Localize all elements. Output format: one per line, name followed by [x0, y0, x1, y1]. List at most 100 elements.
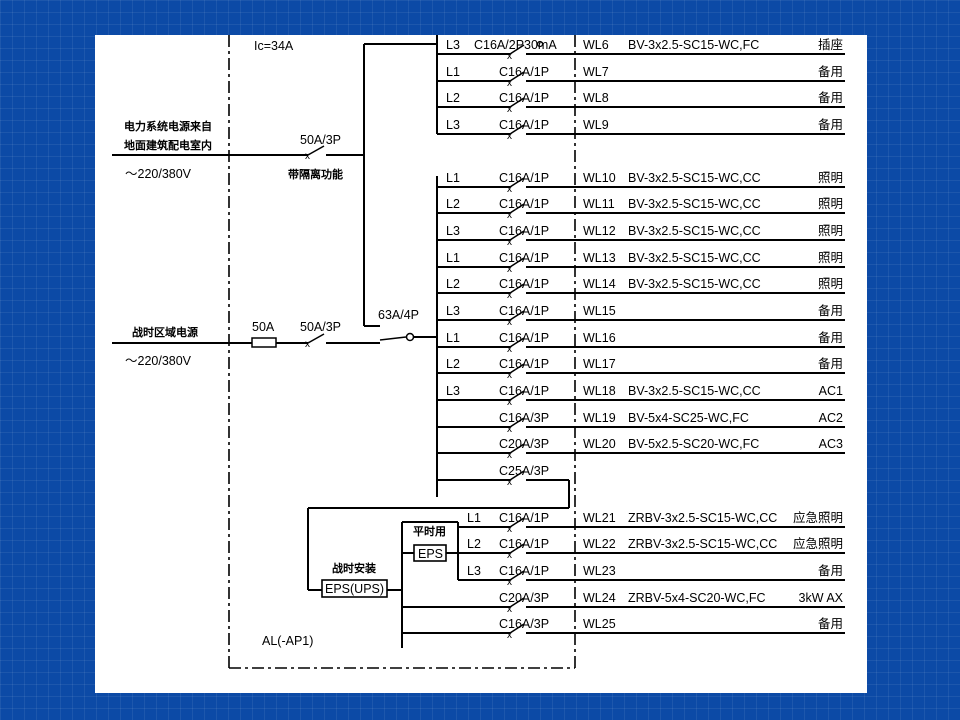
- breaker-blade: [509, 417, 525, 428]
- breaker-cross-mark: x: [507, 477, 512, 488]
- source-1-voltage: ～220/380V: [125, 167, 192, 181]
- source-1-title-line1: 电力系统电源来自: [124, 119, 212, 133]
- cable-spec: BV-3x2.5-SC15-WC,CC: [628, 384, 761, 398]
- source-1-title-line2: 地面建筑配电室内: [124, 138, 212, 152]
- cable-spec: BV-5x4-SC25-WC,FC: [628, 411, 749, 425]
- source-2-breaker-cross: x: [305, 339, 310, 350]
- eps-ups-box: [321, 579, 388, 598]
- circuit-id: WL25: [583, 617, 616, 631]
- breaker-cross-mark: x: [507, 577, 512, 588]
- load-label: 备用: [818, 331, 843, 345]
- breaker-blade: [509, 543, 525, 554]
- breaker-cross-mark: x: [507, 210, 512, 221]
- breaker-blade: [509, 390, 525, 401]
- cable-spec: BV-5x2.5-SC20-WC,FC: [628, 437, 759, 451]
- breaker-blade: [509, 71, 525, 82]
- phase-label: L3: [446, 224, 460, 238]
- breaker-blade: [509, 363, 525, 374]
- circuit-id: WL15: [583, 304, 616, 318]
- circuit-id: WL16: [583, 331, 616, 345]
- breaker-blade: [509, 517, 525, 528]
- breaker-cross-mark: x: [507, 51, 512, 62]
- breaker-blade: [509, 623, 525, 634]
- circuit-id: WL12: [583, 224, 616, 238]
- breaker-blade: [509, 230, 525, 241]
- cable-spec: BV-3x2.5-SC15-WC,CC: [628, 251, 761, 265]
- phase-label: L2: [446, 357, 460, 371]
- load-label: 应急照明: [793, 536, 843, 551]
- load-label: 照明: [818, 224, 843, 238]
- breaker-cross-mark: x: [507, 397, 512, 408]
- load-label: 照明: [818, 171, 843, 185]
- cable-spec: BV-3x2.5-SC15-WC,CC: [628, 197, 761, 211]
- eps-ups-label: EPS(UPS): [325, 582, 384, 596]
- breaker-cross-mark: x: [507, 237, 512, 248]
- breaker-cross-mark: x: [507, 370, 512, 381]
- phase-label: L3: [446, 304, 460, 318]
- circuit-id: WL7: [583, 65, 609, 79]
- breaker-blade: [509, 443, 525, 454]
- breaker-blade: [509, 203, 525, 214]
- eps-peace-label: EPS: [418, 547, 443, 561]
- ic-label: Ic=34A: [254, 39, 294, 53]
- breaker-cross-mark: x: [507, 184, 512, 195]
- breaker-cross-mark: x: [507, 104, 512, 115]
- breaker-blade: [509, 44, 525, 55]
- phase-label: L1: [446, 65, 460, 79]
- load-label: 照明: [818, 277, 843, 291]
- breaker-blade: [509, 257, 525, 268]
- breaker-label: C16A/1P: [499, 91, 549, 105]
- breaker-label: C16A/1P: [499, 564, 549, 578]
- eps-install-note: 战时安装: [332, 561, 376, 575]
- phase-label: L3: [446, 118, 460, 132]
- breaker-label: C16A/1P: [499, 384, 549, 398]
- rcd-symbol: [536, 40, 544, 48]
- phase-label: L2: [446, 277, 460, 291]
- breaker-cross-mark: x: [507, 550, 512, 561]
- circuit-id: WL20: [583, 437, 616, 451]
- load-label: 备用: [818, 304, 843, 318]
- breaker-label: C16A/1P: [499, 357, 549, 371]
- main-switch-label: 63A/4P: [378, 308, 419, 322]
- breaker-blade: [509, 97, 525, 108]
- breaker-label: C20A/3P: [499, 591, 549, 605]
- breaker-label: C16A/3P: [499, 411, 549, 425]
- phase-label: L1: [446, 251, 460, 265]
- circuit-id: WL10: [583, 171, 616, 185]
- load-label: 照明: [818, 197, 843, 211]
- load-label: 插座: [818, 37, 843, 52]
- circuit-id: WL8: [583, 91, 609, 105]
- breaker-label: C16A/3P: [499, 617, 549, 631]
- circuit-id: WL24: [583, 591, 616, 605]
- breaker-label: C16A/1P: [499, 304, 549, 318]
- cable-spec: ZRBV-5x4-SC20-WC,FC: [628, 591, 766, 605]
- breaker-label: C16A/1P: [499, 65, 549, 79]
- circuit-id: WL14: [583, 277, 616, 291]
- breaker-cross-mark: x: [507, 424, 512, 435]
- phase-label: L3: [446, 38, 460, 52]
- breaker-label: C16A/1P: [499, 537, 549, 551]
- diagram-panel: 电力系统电源来自 地面建筑配电室内 ～220/380V x 50A/3P 带隔离…: [95, 35, 867, 693]
- breaker-label: C16A/1P: [499, 171, 549, 185]
- source-2-breaker-blade: [307, 333, 325, 344]
- breaker-cross-mark: x: [507, 630, 512, 641]
- circuit-id: WL23: [583, 564, 616, 578]
- circuit-id: WL21: [583, 511, 616, 525]
- load-label: AC1: [819, 384, 843, 398]
- phase-label: L2: [467, 537, 481, 551]
- source-1-breaker-blade: [307, 145, 325, 156]
- load-label: 备用: [818, 91, 843, 105]
- circuit-id: WL11: [583, 197, 615, 211]
